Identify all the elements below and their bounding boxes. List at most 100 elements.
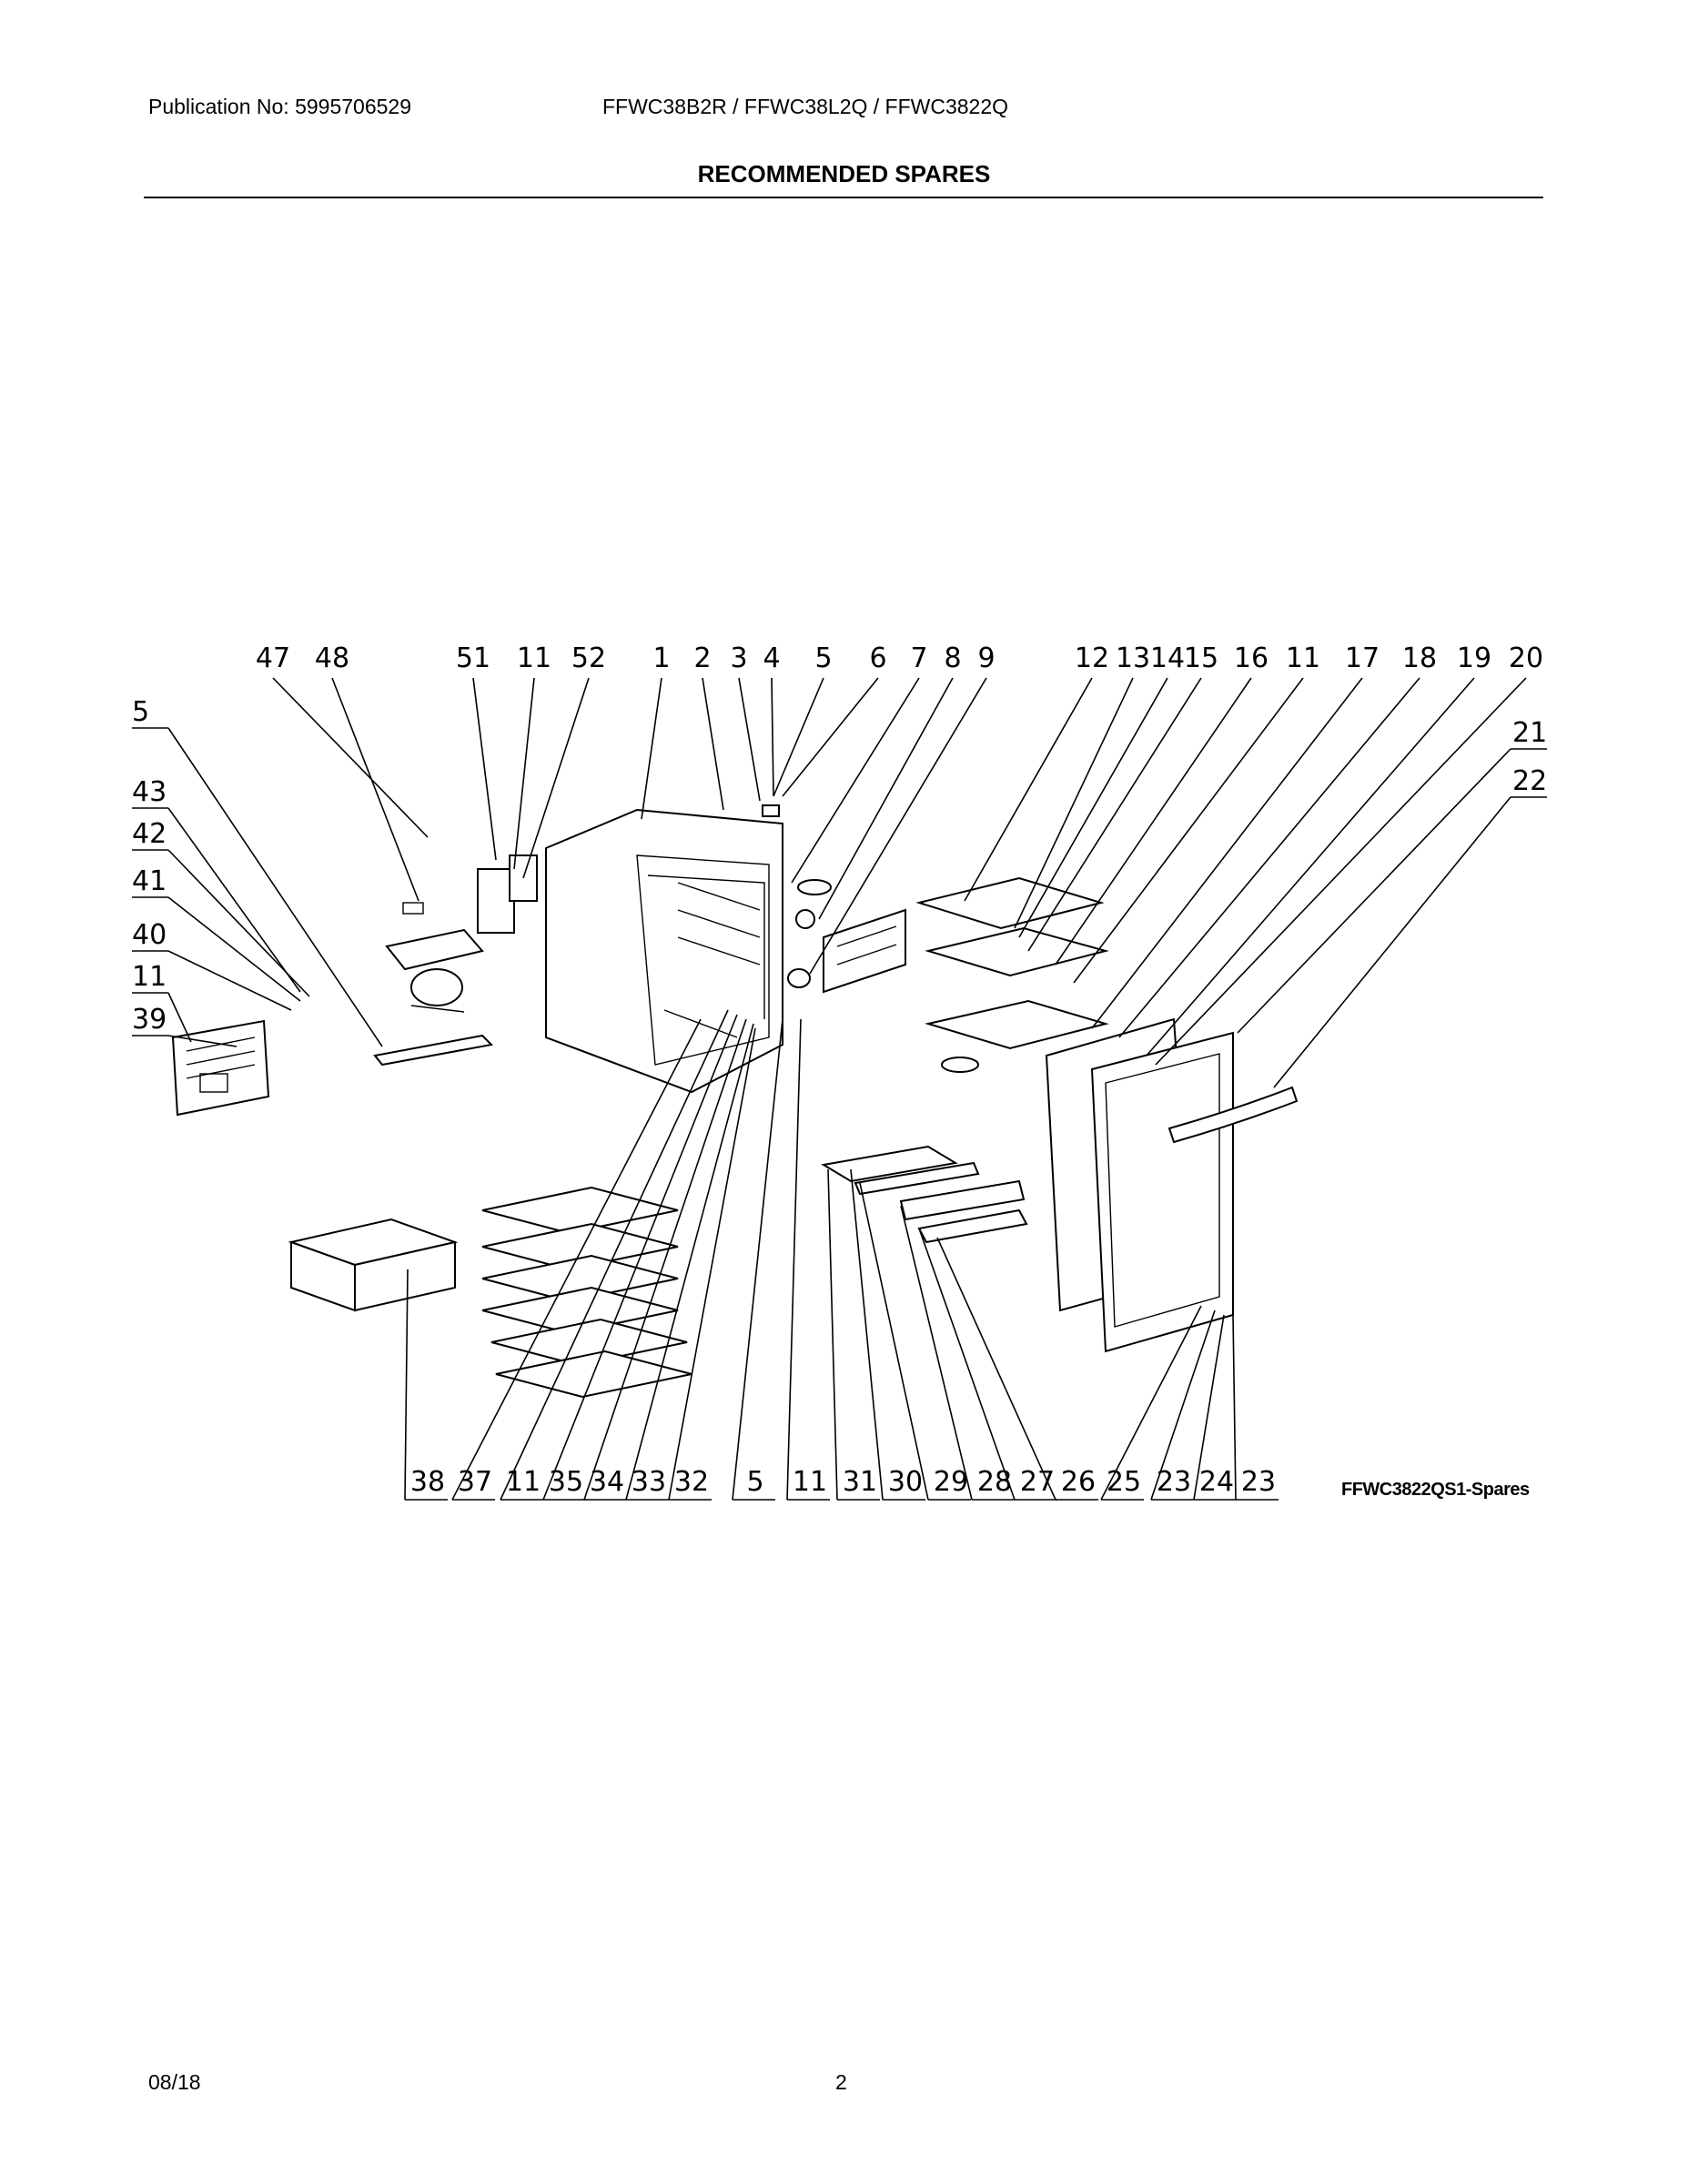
leader-line (331, 677, 419, 902)
callout-7: 7 (910, 642, 927, 674)
callout-9: 9 (977, 642, 995, 674)
leader-line (167, 807, 301, 993)
callout-16: 16 (1234, 642, 1269, 674)
callout-17: 17 (1345, 642, 1380, 674)
leader-line (583, 1018, 747, 1501)
figure-id: FFWC3822QS1-Spares (1341, 1480, 1530, 1500)
compressor-part (410, 968, 465, 1013)
leader-line (900, 1205, 973, 1501)
hinge-parts (762, 804, 979, 1073)
leader-line (167, 1035, 238, 1047)
callout-12: 12 (1075, 642, 1109, 674)
callout-52: 52 (571, 642, 606, 674)
leader-line (1018, 677, 1168, 938)
callout-35: 35 (549, 1466, 583, 1498)
leader-line (542, 1014, 738, 1501)
leader-line (404, 1269, 409, 1501)
leader-line (1055, 677, 1252, 966)
leader-line (641, 677, 662, 820)
leader-line (272, 677, 429, 838)
callout-8: 8 (944, 642, 961, 674)
leader-line (668, 1027, 756, 1501)
leader-line (1193, 1314, 1225, 1501)
control-panel-part (823, 908, 906, 994)
callout-6: 6 (869, 642, 886, 674)
base-rail-part (373, 1034, 494, 1067)
callout-51: 51 (456, 642, 490, 674)
page-number: 2 (835, 2070, 847, 2094)
leader-line (1150, 1309, 1216, 1501)
leader-line (1273, 796, 1511, 1088)
wine-racks-part (481, 1186, 692, 1399)
drip-tray-part (385, 902, 484, 971)
leader-line (451, 1018, 702, 1501)
leader-line (702, 677, 724, 811)
condenser-part (171, 1019, 270, 1117)
leader-line (167, 950, 292, 1011)
callout-42: 42 (132, 818, 167, 850)
leader-line (500, 1009, 729, 1501)
callout-33: 33 (632, 1466, 666, 1498)
footer-date: 08/18 (148, 2070, 201, 2094)
callout-18: 18 (1402, 642, 1437, 674)
leader-line (1232, 1314, 1237, 1501)
callout-11: 11 (506, 1466, 541, 1498)
kickplate-parts (821, 1145, 1028, 1244)
callout-31: 31 (843, 1466, 877, 1498)
callout-28: 28 (977, 1466, 1012, 1498)
callout-48: 48 (315, 642, 349, 674)
callout-13: 13 (1116, 642, 1150, 674)
callout-5: 5 (132, 696, 149, 728)
callout-27: 27 (1020, 1466, 1055, 1498)
top-cover-part (915, 876, 1109, 1050)
leader-line (964, 677, 1093, 902)
callout-2: 2 (693, 642, 711, 674)
leader-line (782, 677, 879, 797)
leader-line (1237, 748, 1511, 1034)
leader-line (625, 1023, 754, 1501)
leader-line (167, 992, 192, 1043)
callout-37: 37 (458, 1466, 492, 1498)
callout-4: 4 (763, 642, 780, 674)
callout-29: 29 (934, 1466, 968, 1498)
bottom-rack-part (288, 1218, 459, 1312)
leader-line (850, 1168, 884, 1501)
callout-14: 14 (1150, 642, 1185, 674)
callout-11: 11 (132, 961, 167, 993)
leader-line (809, 677, 987, 975)
callout-5: 5 (746, 1466, 763, 1498)
callout-24: 24 (1199, 1466, 1234, 1498)
leader-line (1146, 677, 1475, 1057)
leader-lines (132, 677, 1547, 1501)
callout-23: 23 (1241, 1466, 1276, 1498)
callout-19: 19 (1457, 642, 1491, 674)
leader-line (513, 677, 535, 870)
leader-line (522, 677, 590, 879)
leader-line (1091, 677, 1363, 1029)
callout-5: 5 (814, 642, 832, 674)
leader-line (827, 1168, 838, 1501)
callout-11: 11 (517, 642, 551, 674)
callout-15: 15 (1184, 642, 1218, 674)
callout-3: 3 (730, 642, 747, 674)
publication-number: Publication No: 5995706529 (148, 95, 412, 118)
callout-11: 11 (793, 1466, 827, 1498)
leader-line (859, 1182, 929, 1501)
callout-39: 39 (132, 1004, 167, 1036)
callout-30: 30 (888, 1466, 923, 1498)
callout-38: 38 (410, 1466, 445, 1498)
leader-line (1118, 677, 1420, 1038)
leader-line (918, 1228, 1016, 1501)
callout-43: 43 (132, 776, 167, 808)
leader-line (167, 849, 310, 997)
callout-40: 40 (132, 919, 167, 951)
callout-11: 11 (1286, 642, 1320, 674)
callout-26: 26 (1061, 1466, 1096, 1498)
page-title: RECOMMENDED SPARES (697, 160, 991, 187)
callout-41: 41 (132, 865, 167, 897)
door-part (1090, 1031, 1234, 1353)
leader-line (771, 677, 774, 797)
control-box-part (477, 854, 538, 934)
leader-line (167, 896, 301, 1002)
model-numbers: FFWC38B2R / FFWC38L2Q / FFWC3822Q (602, 95, 1009, 118)
